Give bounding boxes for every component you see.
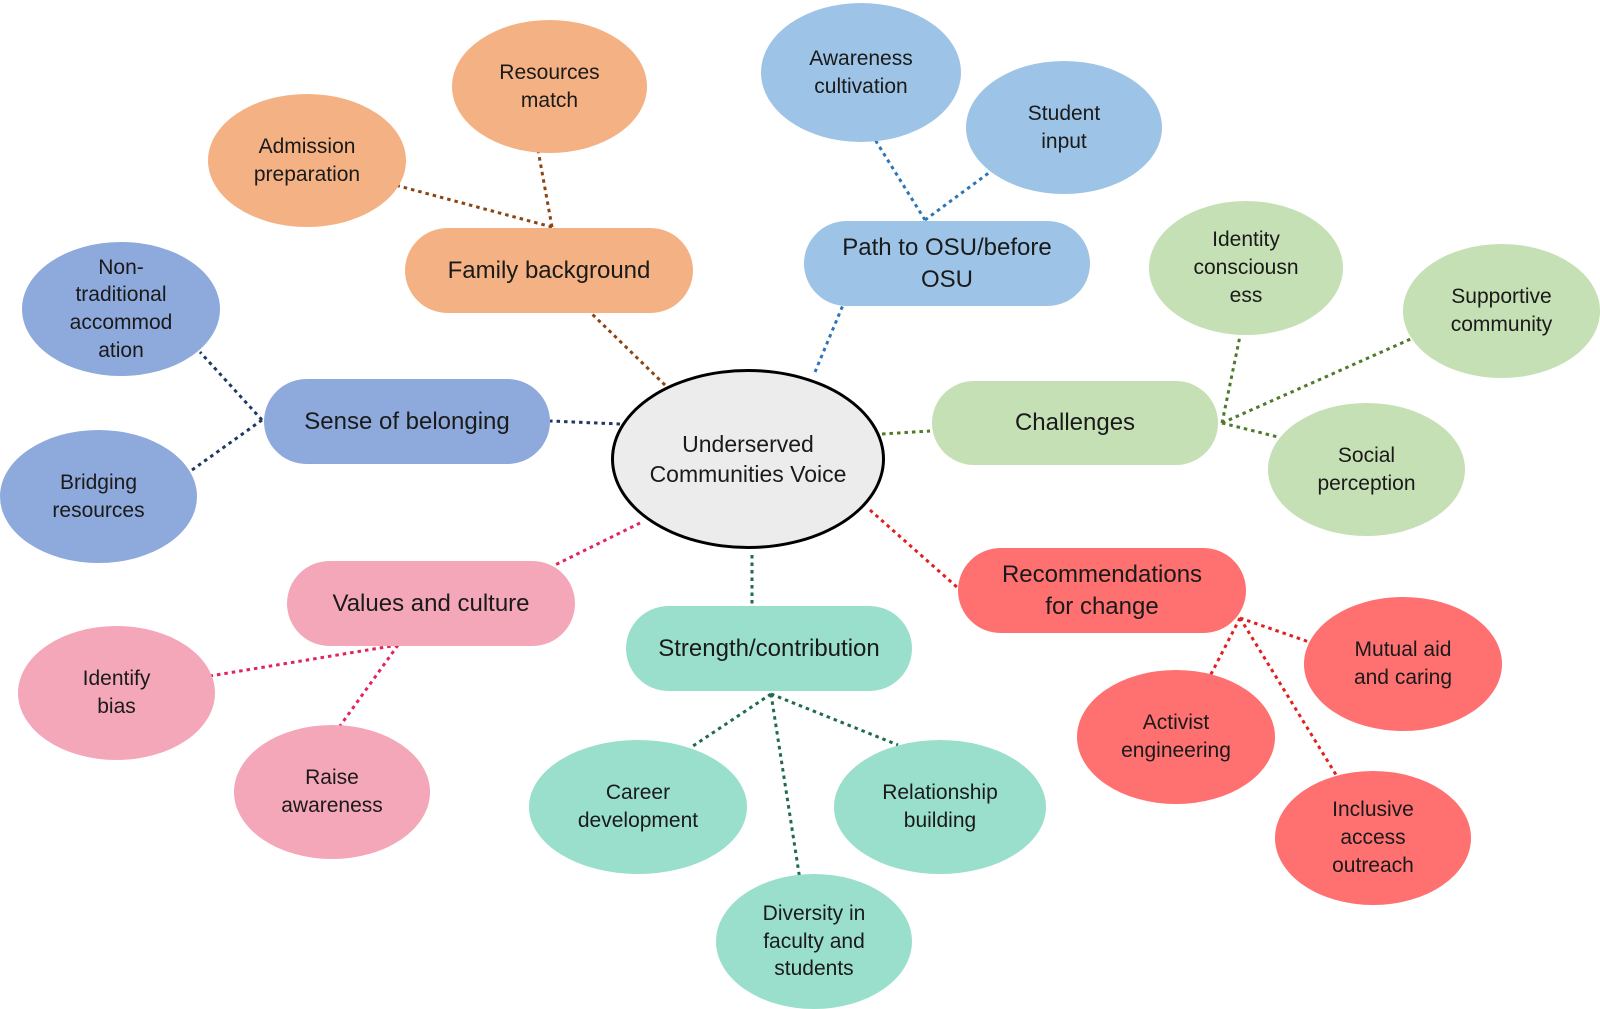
connector-challenges-supportive (1221, 336, 1414, 425)
connector-family-resources (536, 149, 554, 228)
bridging-resources-node: Bridging resources (0, 430, 197, 563)
connector-center-family (588, 310, 667, 387)
connector-center-challenges (881, 429, 931, 436)
inclusive-access-outreach-node: Inclusive access outreach (1275, 771, 1471, 905)
connector-center-path (813, 304, 845, 373)
career-development-node: Career development (529, 740, 747, 874)
connector-strength-career (689, 692, 772, 750)
connector-recommend-mutual (1239, 616, 1316, 646)
non-traditional-accommodation-node: Non- traditional accommod ation (22, 242, 220, 376)
supportive-community-node: Supportive community (1403, 244, 1600, 378)
strength-contribution-node: Strength/contribution (626, 606, 912, 691)
values-and-culture-node: Values and culture (287, 561, 575, 646)
diversity-in-faculty-node: Diversity in faculty and students (716, 874, 912, 1009)
connector-center-recommend (869, 508, 959, 590)
student-input-node: Student input (966, 61, 1162, 194)
awareness-cultivation-node: Awareness cultivation (761, 3, 961, 142)
connector-strength-diversity (769, 693, 802, 881)
connector-recommend-inclusive (1238, 617, 1340, 779)
challenges-node: Challenges (932, 381, 1218, 465)
admission-preparation-node: Admission preparation (208, 94, 406, 227)
mutual-aid-node: Mutual aid and caring (1304, 597, 1502, 731)
connector-center-belonging (549, 419, 621, 426)
connector-strength-relationship (770, 692, 899, 747)
path-to-osu-node: Path to OSU/before OSU (804, 221, 1090, 306)
identify-bias-node: Identify bias (18, 626, 215, 760)
social-perception-node: Social perception (1268, 403, 1465, 536)
connector-family-admission (394, 183, 553, 229)
raise-awareness-node: Raise awareness (234, 725, 430, 859)
connector-challenges-social (1221, 421, 1279, 439)
connector-center-values (554, 521, 641, 567)
connector-belonging-bridging (191, 418, 263, 472)
identity-consciousness-node: Identity consciousn ess (1149, 201, 1343, 335)
connector-belonging-nontraditional (198, 350, 264, 422)
relationship-building-node: Relationship building (834, 740, 1046, 874)
connector-path-student (924, 170, 991, 222)
family-background-node: Family background (405, 228, 693, 313)
center-node: Underserved Communities Voice (611, 369, 885, 549)
resources-match-node: Resources match (452, 20, 647, 153)
connector-path-awareness (872, 137, 927, 221)
activist-engineering-node: Activist engineering (1077, 670, 1275, 804)
connector-challenges-identity (1220, 335, 1242, 424)
connector-values-identify (209, 643, 399, 678)
sense-of-belonging-node: Sense of belonging (264, 379, 550, 464)
recommendations-for-change-node: Recommendations for change (958, 548, 1246, 633)
